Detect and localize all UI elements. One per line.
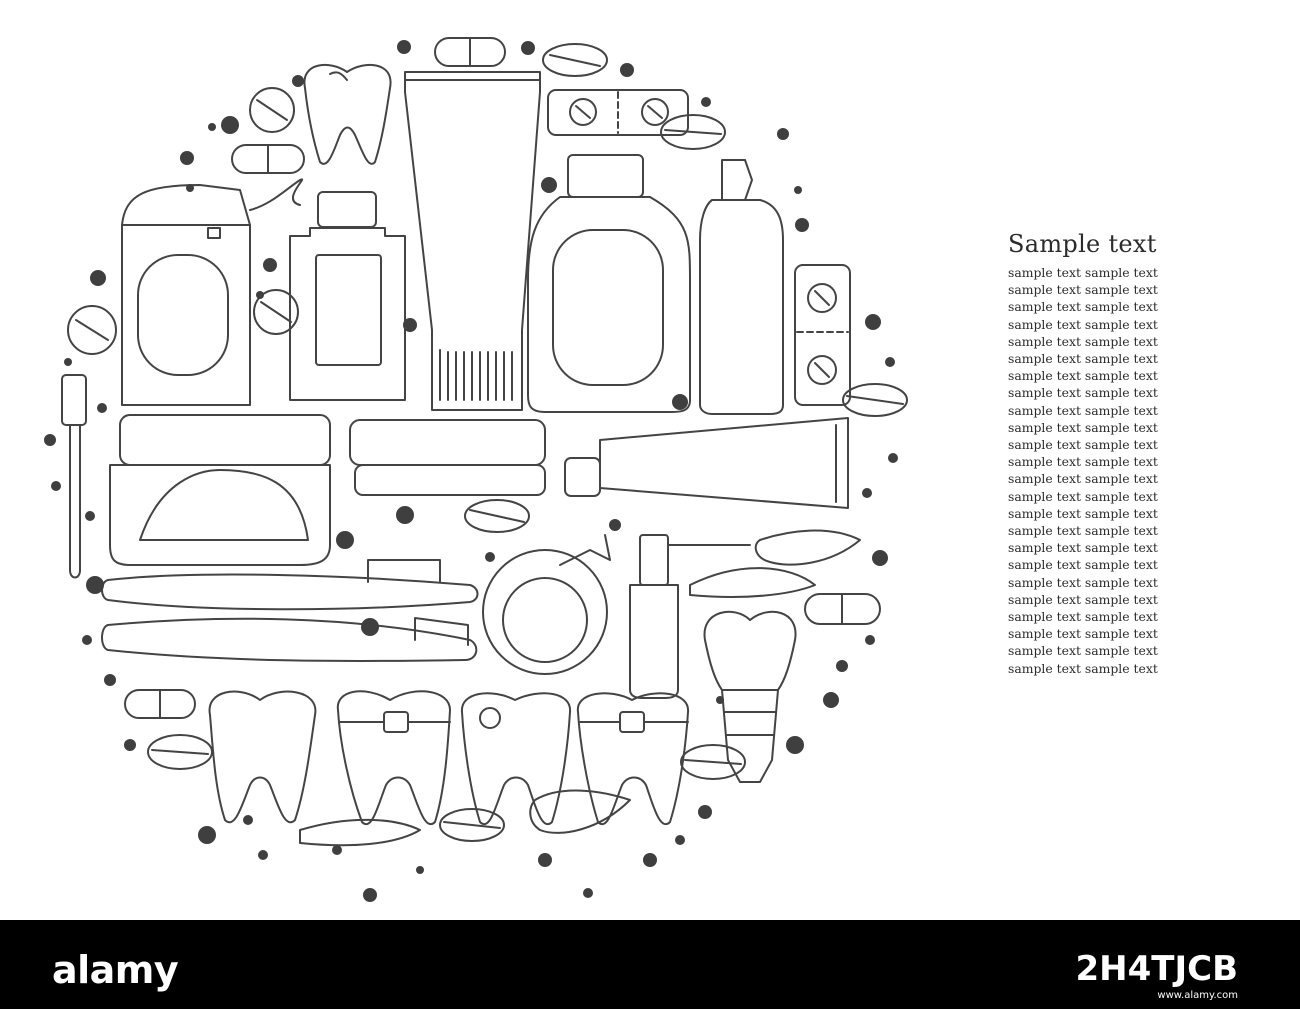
mouthwash-bottle-icon xyxy=(289,191,406,401)
toothpaste-squiggle-icon xyxy=(299,529,861,847)
dental-floss-icon xyxy=(121,178,303,406)
dental-implant-icon xyxy=(703,610,797,783)
text-line: sample text sample text xyxy=(1008,282,1158,298)
text-line: sample text sample text xyxy=(1008,488,1158,504)
sample-lines: sample text sample text sample text samp… xyxy=(1008,264,1208,677)
text-line: sample text sample text xyxy=(1008,402,1158,418)
dental-doodle-illustration xyxy=(44,37,908,902)
dental-floss-round-icon xyxy=(482,534,611,675)
text-line: sample text sample text xyxy=(1008,299,1158,315)
capsule-icon xyxy=(124,37,881,719)
text-line: sample text sample text xyxy=(1008,523,1158,539)
alamy-logo: alamy xyxy=(52,948,179,992)
text-line: sample text sample text xyxy=(1008,643,1158,659)
toothbrush-long-icon xyxy=(101,559,479,662)
text-line: sample text sample text xyxy=(1008,557,1158,573)
toothbrush-icon xyxy=(61,374,87,579)
text-line: sample text sample text xyxy=(1008,333,1158,349)
text-line: sample text sample text xyxy=(1008,351,1158,367)
mouth-spray-icon xyxy=(629,534,751,699)
tooth-icon xyxy=(303,64,392,165)
text-line: sample text sample text xyxy=(1008,609,1158,625)
pill-icon xyxy=(67,43,908,842)
shampoo-bottle-icon xyxy=(527,154,691,413)
tooth-row-icon xyxy=(208,690,690,826)
blister-pack-icon xyxy=(547,89,689,136)
spray-bottle-icon xyxy=(699,159,784,415)
text-line: sample text sample text xyxy=(1008,419,1158,435)
sample-text-block: Sample text sample text sample text samp… xyxy=(1008,230,1208,677)
text-line: sample text sample text xyxy=(1008,316,1158,332)
blister-pack-vertical-icon xyxy=(794,264,851,406)
text-line: sample text sample text xyxy=(1008,454,1158,470)
toothpaste-tube-icon xyxy=(404,71,541,411)
source-url: www.alamy.com xyxy=(1157,990,1238,1001)
text-line: sample text sample text xyxy=(1008,540,1158,556)
sample-title: Sample text xyxy=(1008,230,1157,258)
image-id: 2H4TJCB xyxy=(1075,949,1238,989)
text-line: sample text sample text xyxy=(1008,574,1158,590)
text-line: sample text sample text xyxy=(1008,385,1158,401)
brush-icon xyxy=(349,419,546,496)
text-line: sample text sample text xyxy=(1008,265,1158,280)
text-line: sample text sample text xyxy=(1008,437,1158,453)
toothpaste-tube-horizontal-icon xyxy=(564,417,849,509)
text-line: sample text sample text xyxy=(1008,660,1158,676)
text-line: sample text sample text xyxy=(1008,626,1158,642)
text-line: sample text sample text xyxy=(1008,368,1158,384)
dot-pattern xyxy=(44,40,898,902)
text-line: sample text sample text xyxy=(1008,471,1158,487)
text-line: sample text sample text xyxy=(1008,591,1158,607)
text-line: sample text sample text xyxy=(1008,505,1158,521)
watermark-bar xyxy=(0,920,1300,1009)
denture-jar-icon xyxy=(109,414,331,566)
